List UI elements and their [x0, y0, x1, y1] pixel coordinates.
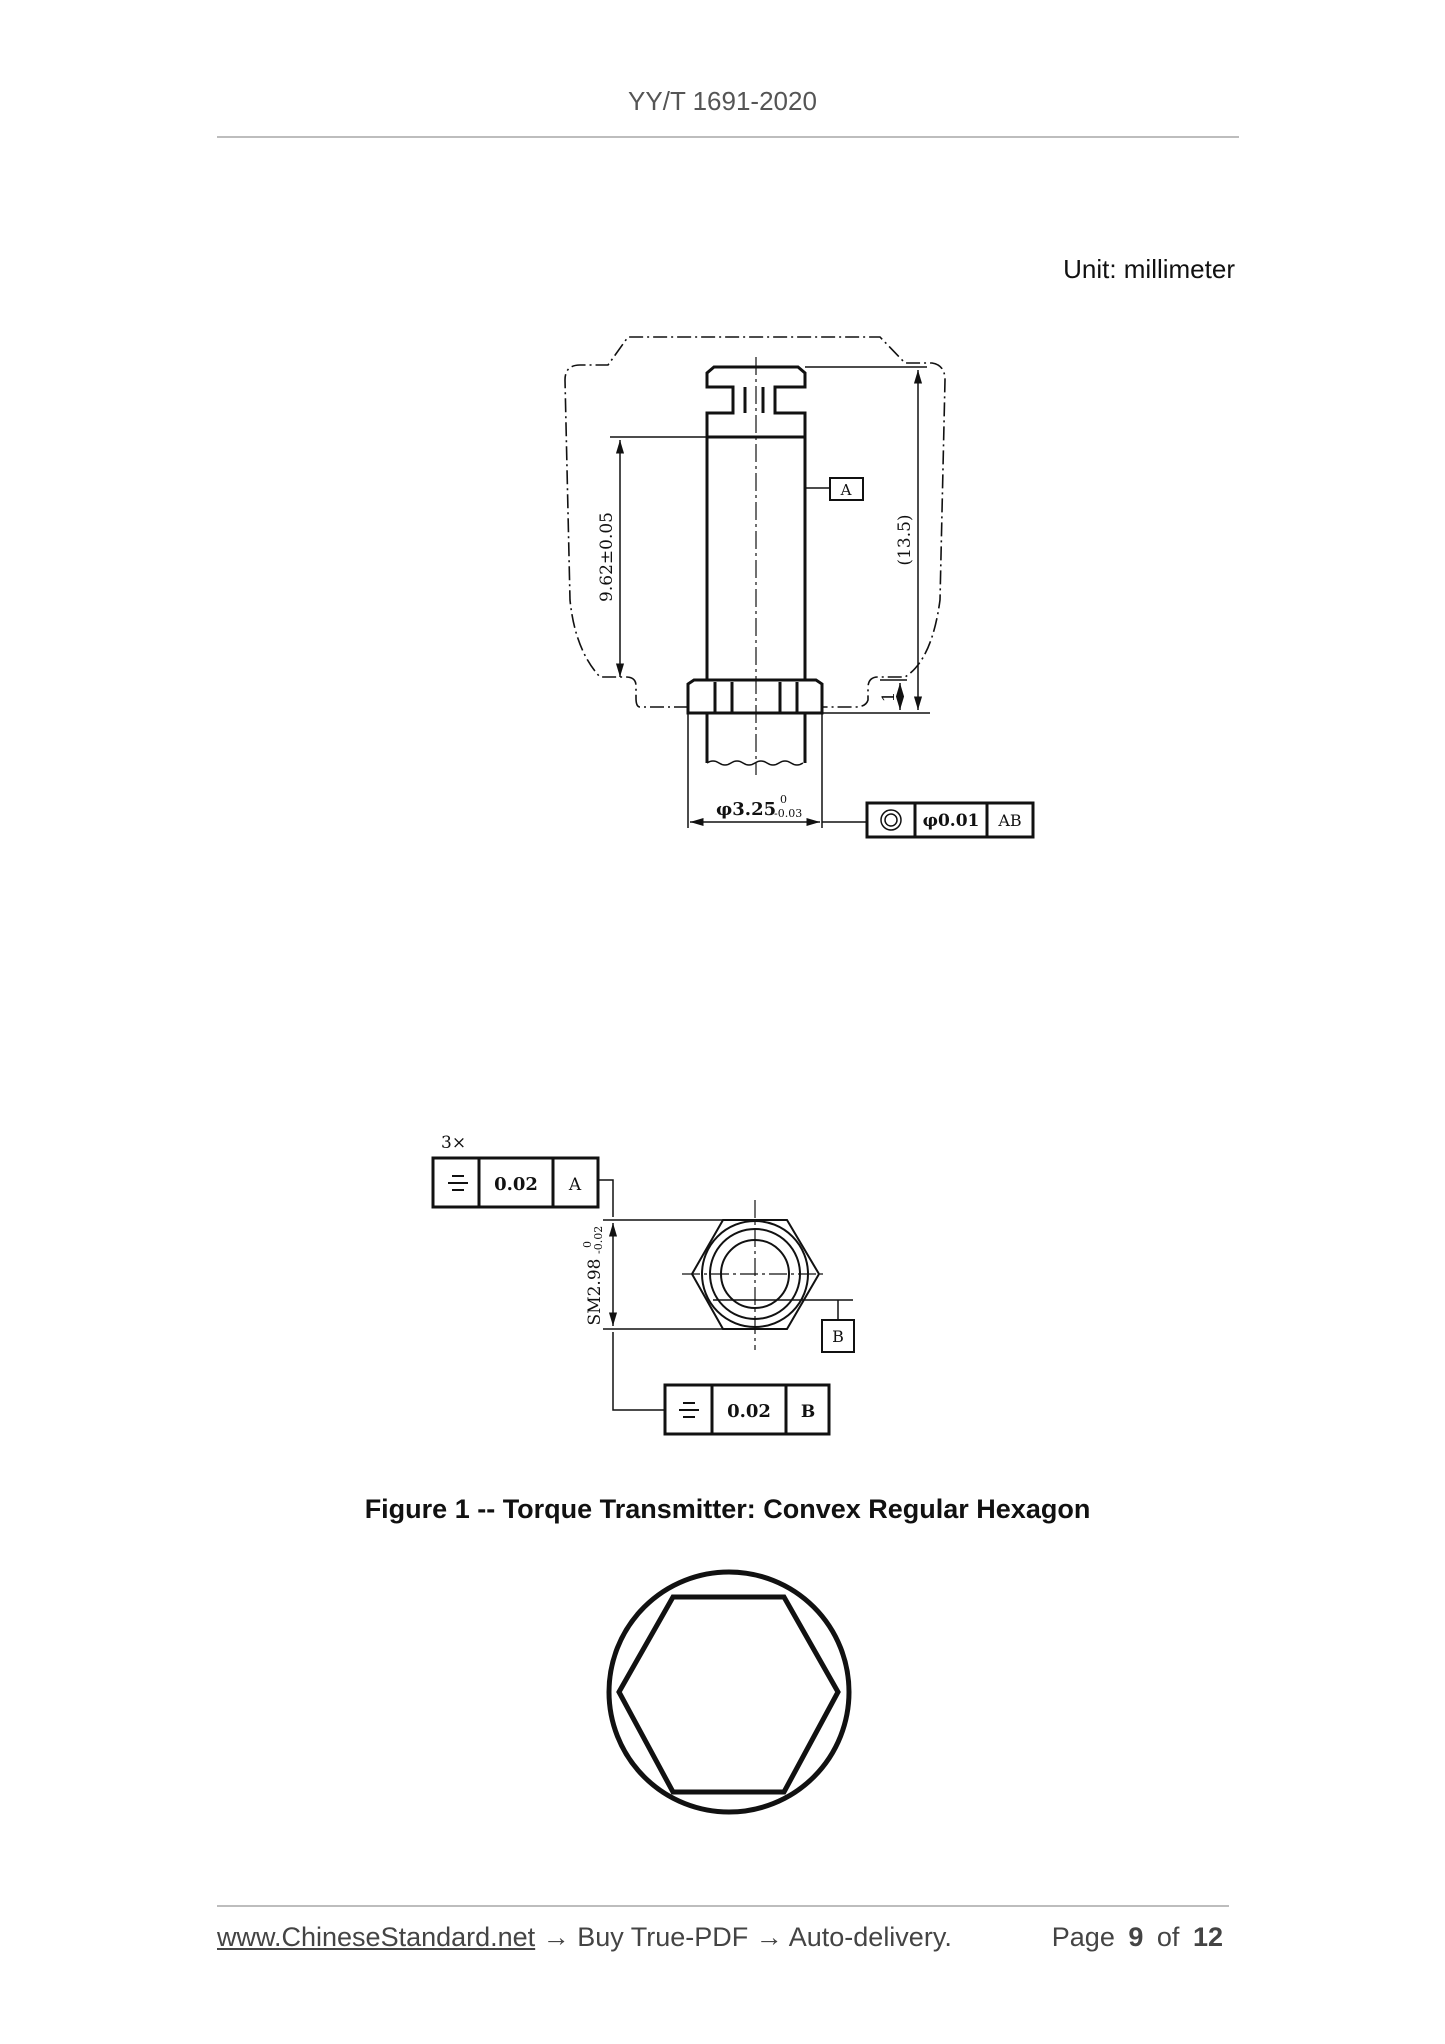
page-indicator: Page 9 of 12 [1052, 1922, 1229, 1953]
concentricity-tolerance: φ0.01 [923, 811, 980, 831]
hexagon-in-circle-figure [606, 1569, 852, 1815]
page-total: 12 [1192, 1922, 1223, 1952]
page-current: 9 [1128, 1922, 1144, 1952]
dim-total-text: (13.5) [895, 514, 915, 565]
dim-flat-text: SM2.98 [585, 1259, 605, 1326]
dim-flat-lower-tol: -0.02 [592, 1226, 605, 1254]
symmetry-a-tolerance: 0.02 [494, 1174, 538, 1195]
dim-length-text: 9.62±0.05 [597, 512, 617, 602]
datum-b-label: B [832, 1327, 844, 1346]
symmetry-icon [448, 1175, 468, 1191]
website-link[interactable]: www.ChineseStandard.net [217, 1922, 536, 1952]
symmetry-count: 3× [441, 1133, 466, 1153]
concentricity-control-frame: φ0.01 AB [865, 801, 1035, 839]
symmetry-b-tolerance: 0.02 [727, 1401, 771, 1422]
break-line [706, 760, 804, 766]
housing-outline [564, 336, 946, 708]
header-divider [217, 136, 1239, 138]
of-label: of [1156, 1922, 1180, 1952]
hexagon-outline [690, 1219, 821, 1330]
figure-caption: Figure 1 -- Torque Transmitter: Convex R… [364, 1494, 1091, 1524]
symmetry-a-datum: A [568, 1175, 582, 1195]
symmetry-control-frame-a: 0.02 A [431, 1156, 600, 1209]
concentricity-datums: AB [997, 811, 1021, 830]
footer-promo: → Buy True-PDF → Auto-delivery. [535, 1922, 952, 1952]
footer-divider [217, 1905, 1229, 1907]
dim-diameter-upper-tol: 0 [780, 793, 787, 806]
hex-nut [686, 678, 824, 715]
datum-a-label: A [840, 481, 852, 499]
dim-diameter-text: φ3.25 [716, 799, 776, 820]
symmetry-control-frame-b: 0.02 B [663, 1383, 831, 1436]
dim-one-text: 1 [879, 692, 899, 703]
symmetry-b-datum: B [801, 1402, 815, 1422]
dim-flat-upper-tol: 0 [581, 1241, 594, 1248]
shaft-head [705, 365, 807, 439]
header-standard-code: YY/T 1691-2020 [628, 86, 817, 116]
torque-transmitter-side-view: 9.62±0.05 (13.5) 1 φ3.25 0 -0.03 A φ0.01… [564, 336, 1035, 839]
concentricity-icon [880, 809, 902, 831]
datum-a-box [829, 477, 864, 501]
datum-b-box [821, 1319, 855, 1353]
torque-transmitter-end-view: 3× 0.02 A SM2.98 0 -0.02 [431, 1133, 855, 1436]
footer: www.ChineseStandard.net → Buy True-PDF →… [217, 1922, 1229, 1953]
dim-diameter-lower-tol: -0.03 [774, 807, 802, 820]
page-label: Page [1051, 1922, 1115, 1952]
unit-note: Unit: millimeter [1063, 254, 1235, 284]
symmetry-icon [679, 1402, 699, 1418]
